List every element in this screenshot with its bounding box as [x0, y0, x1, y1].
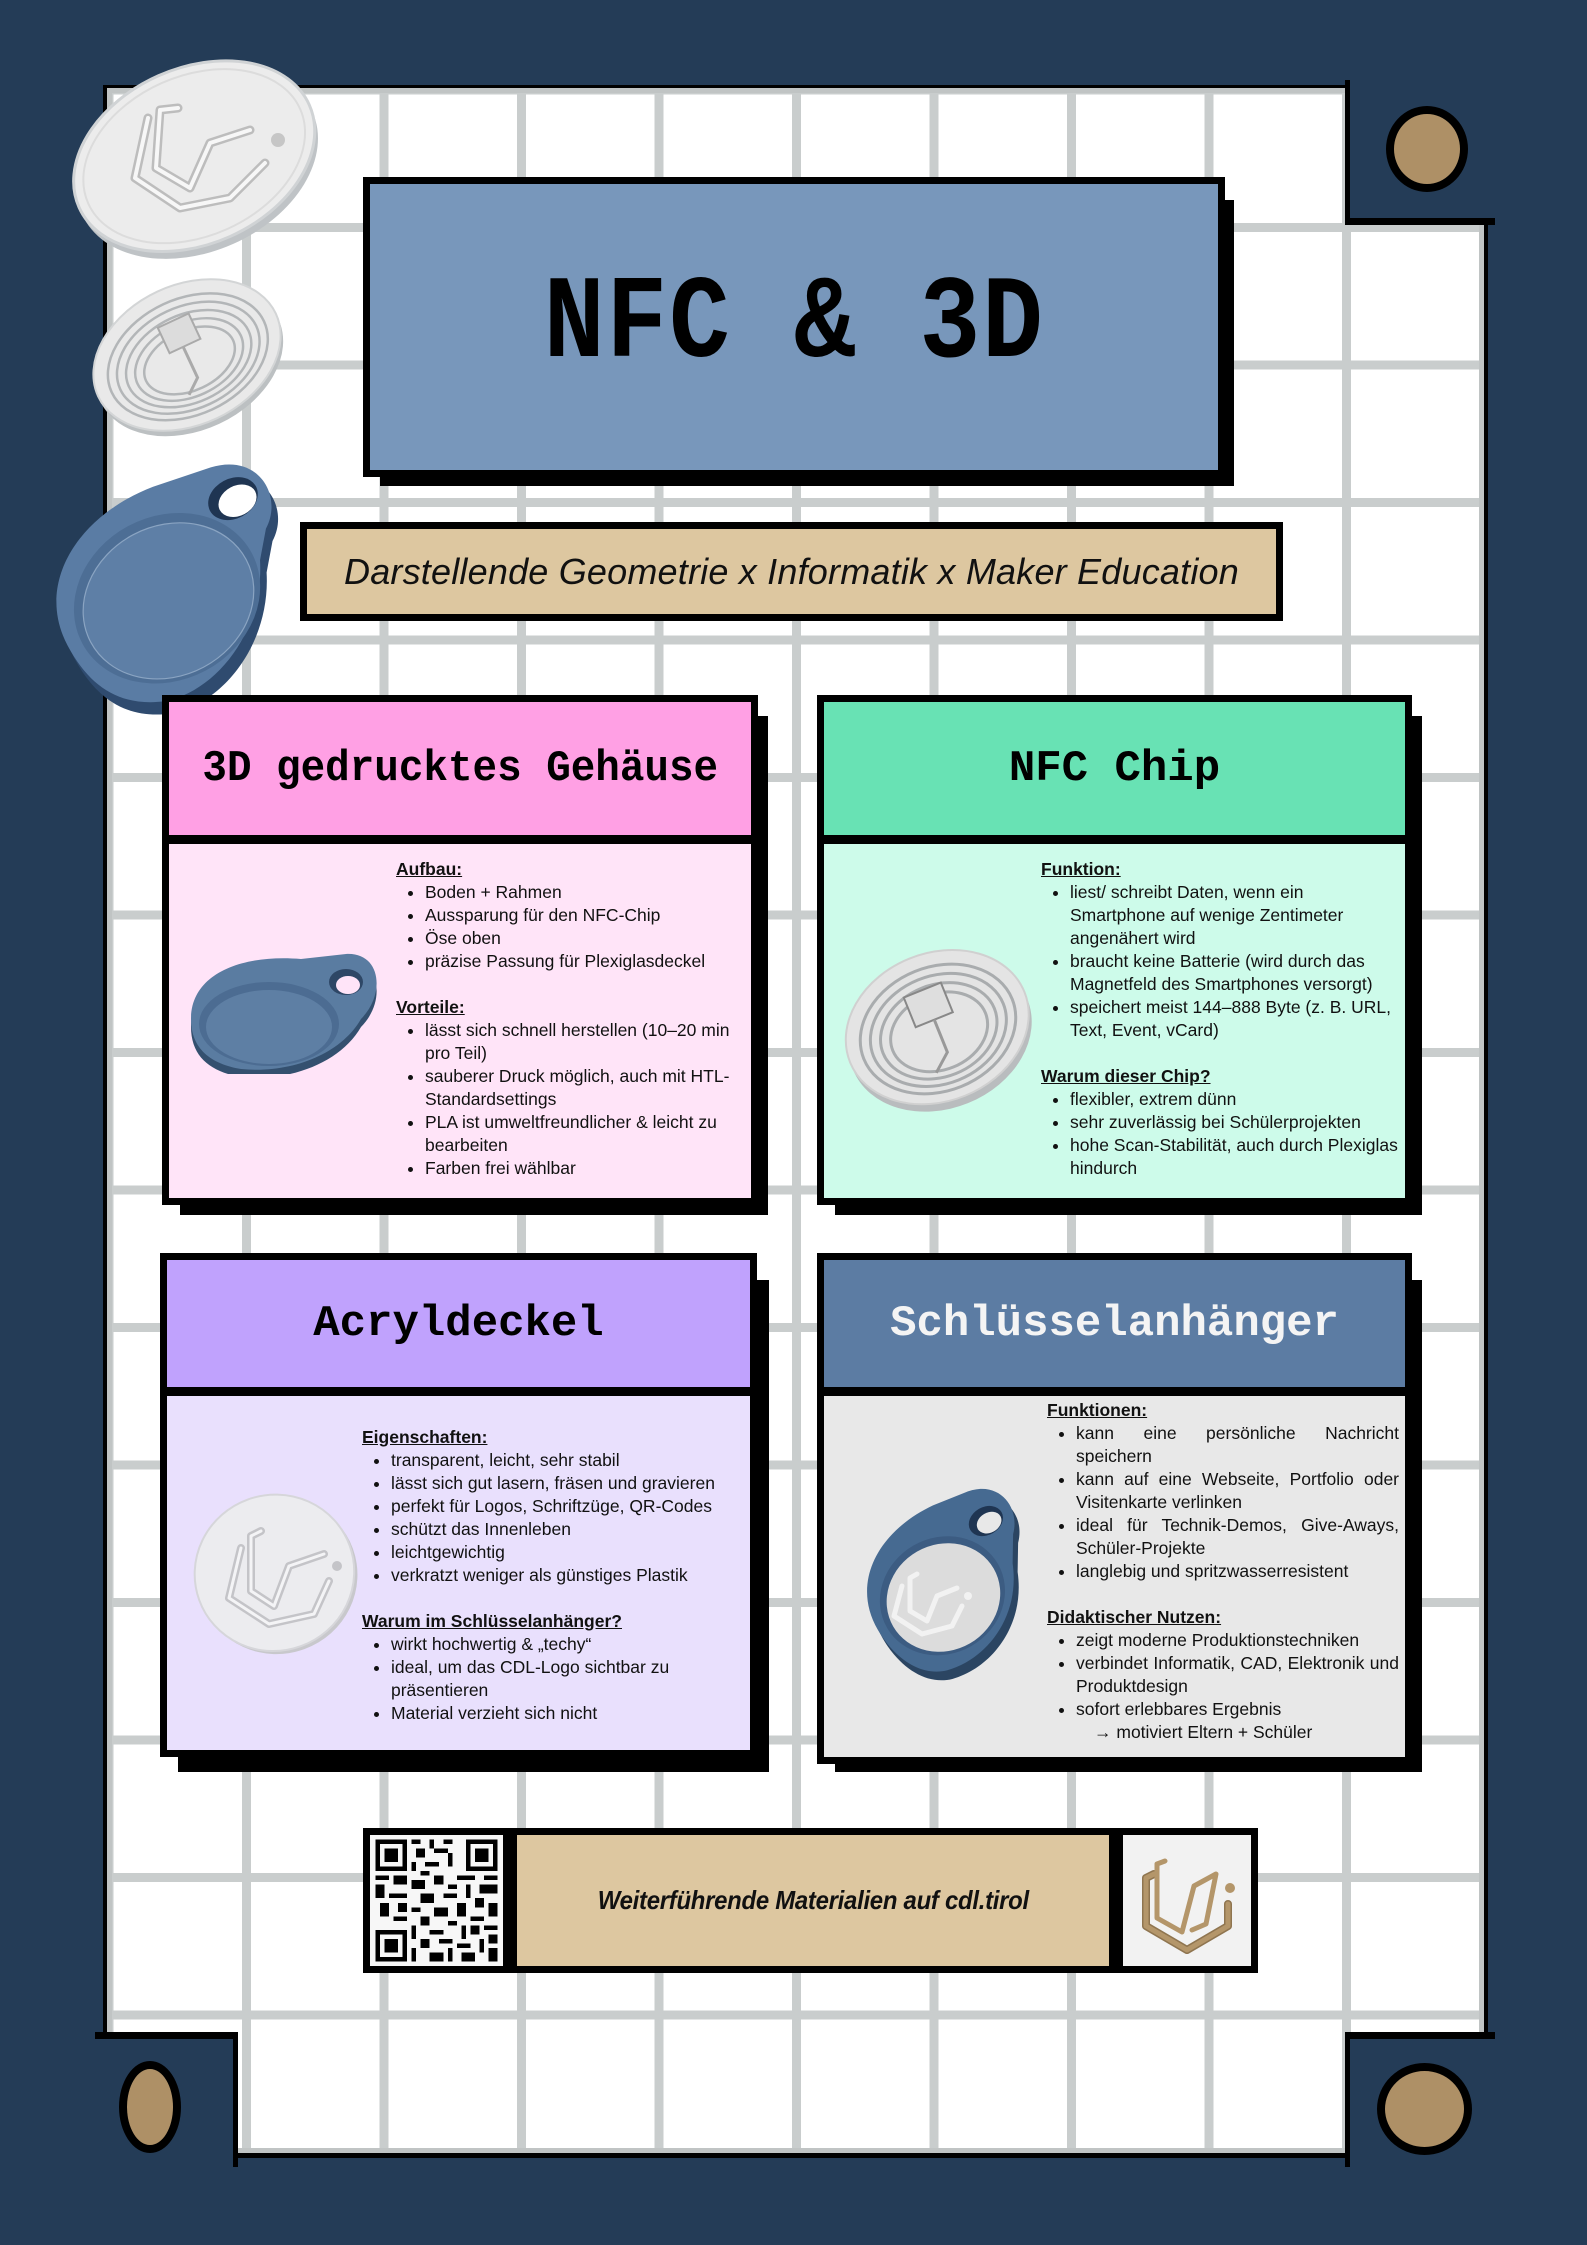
- card-3d-case: 3D gedrucktes Gehäuse Aufbau: Boden + Ra…: [162, 695, 758, 1205]
- bullet-list: flexibler, extrem dünn sehr zuverlässig …: [1041, 1088, 1401, 1180]
- bullet-list: transparent, leicht, sehr stabil lässt s…: [362, 1449, 732, 1587]
- section-heading: Warum dieser Chip?: [1041, 1066, 1211, 1086]
- list-item: speichert meist 144–888 Byte (z. B. URL,…: [1070, 996, 1401, 1042]
- subtitle-box: Darstellende Geometrie x Informatik x Ma…: [300, 522, 1283, 621]
- section-heading: Vorteile:: [396, 997, 465, 1017]
- list-item: hohe Scan-Stabilität, auch durch Plexigl…: [1070, 1134, 1401, 1180]
- section-heading: Didaktischer Nutzen:: [1047, 1607, 1222, 1627]
- list-item: lässt sich gut lasern, fräsen und gravie…: [391, 1472, 732, 1495]
- list-item: sauberer Druck möglich, auch mit HTL-Sta…: [425, 1065, 741, 1111]
- bullet-list: liest/ schreibt Daten, wenn ein Smartpho…: [1041, 881, 1401, 1042]
- nfc-chip-disc-icon: [92, 278, 284, 437]
- card-body: Funktion: liest/ schreibt Daten, wenn ei…: [824, 844, 1405, 1198]
- list-item: liest/ schreibt Daten, wenn ein Smartpho…: [1070, 881, 1401, 950]
- corner-dot: [119, 2061, 181, 2153]
- list-item: verbindet Informatik, CAD, Elektronik un…: [1076, 1652, 1399, 1698]
- list-item: schützt das Innenleben: [391, 1518, 732, 1541]
- card-title: NFC Chip: [1008, 743, 1221, 794]
- list-item: leichtgewichtig: [391, 1541, 732, 1564]
- list-item: flexibler, extrem dünn: [1070, 1088, 1401, 1111]
- card-content: Aufbau: Boden + Rahmen Aussparung für de…: [396, 858, 741, 1180]
- cdl-logo-icon: [1142, 1858, 1235, 1954]
- qr-code-icon: [371, 1835, 502, 1966]
- blue-keyfob-case-icon: [191, 953, 377, 1074]
- corner-cutout-bottom-left: [95, 2032, 238, 2167]
- card-body: Aufbau: Boden + Rahmen Aussparung für de…: [169, 844, 751, 1198]
- card-nfc-chip: NFC Chip Funktion: liest/ schreibt Daten…: [817, 695, 1412, 1205]
- bullet-list: kann eine persönliche Nachricht speicher…: [1047, 1422, 1399, 1583]
- card-header: NFC Chip: [824, 702, 1405, 844]
- list-item: PLA ist umweltfreundlicher & leicht zu b…: [425, 1111, 741, 1157]
- list-item: transparent, leicht, sehr stabil: [391, 1449, 732, 1472]
- list-item: Farben frei wählbar: [425, 1157, 741, 1180]
- bullet-list: wirkt hochwertig & „techy“ ideal, um das…: [362, 1633, 732, 1725]
- card-content: Funktion: liest/ schreibt Daten, wenn ei…: [1041, 858, 1401, 1180]
- list-item: Öse oben: [425, 927, 741, 950]
- assembled-keyfob-icon: [867, 1488, 1020, 1681]
- list-item: zeigt moderne Produktionstechniken: [1076, 1629, 1399, 1652]
- corner-cutout-top-right: [1345, 80, 1495, 225]
- card-header: Acryldeckel: [167, 1260, 750, 1396]
- card-title: Schlüsselanhänger: [890, 1298, 1339, 1349]
- bullet-list: zeigt moderne Produktionstechniken verbi…: [1047, 1629, 1399, 1744]
- list-item: perfekt für Logos, Schriftzüge, QR-Codes: [391, 1495, 732, 1518]
- subtitle: Darstellende Geometrie x Informatik x Ma…: [344, 550, 1239, 592]
- nfc-chip-disc-icon: [844, 949, 1032, 1112]
- bullet-list: lässt sich schnell herstellen (10–20 min…: [396, 1019, 741, 1180]
- list-item: Aussparung für den NFC-Chip: [425, 904, 741, 927]
- card-body: Funktionen: kann eine persönliche Nachri…: [824, 1396, 1405, 1757]
- acrylic-disc-icon: [193, 1493, 358, 1655]
- list-item-arrow: → motiviert Eltern + Schüler: [1094, 1722, 1313, 1742]
- bullet-list: Boden + Rahmen Aussparung für den NFC-Ch…: [396, 881, 741, 973]
- card-title: Acryldeckel: [313, 1298, 604, 1349]
- card-content: Eigenschaften: transparent, leicht, sehr…: [362, 1426, 732, 1725]
- list-item: präzise Passung für Plexiglasdeckel: [425, 950, 741, 973]
- section-heading: Aufbau:: [396, 859, 463, 879]
- keyfob-case-icon: [56, 464, 278, 715]
- card-header: Schlüsselanhänger: [824, 1260, 1405, 1396]
- footer-link-bar[interactable]: Weiterführende Materialien auf cdl.tirol: [510, 1828, 1116, 1973]
- corner-dot: [1386, 106, 1468, 192]
- list-item: ideal, um das CDL-Logo sichtbar zu präse…: [391, 1656, 732, 1702]
- card-acrylic-lid: Acryldeckel Eigenschaften: transparent, …: [160, 1253, 757, 1757]
- list-item: braucht keine Batterie (wird durch das M…: [1070, 950, 1401, 996]
- corner-cutout-bottom-right: [1345, 2032, 1495, 2167]
- section-heading: Warum im Schlüsselanhänger?: [362, 1611, 622, 1631]
- list-item: Boden + Rahmen: [425, 881, 741, 904]
- card-keychain: Schlüsselanhänger Funktionen: kann eine …: [817, 1253, 1412, 1764]
- list-item: sehr zuverlässig bei Schülerprojekten: [1070, 1111, 1401, 1134]
- cdl-logo: [1116, 1828, 1258, 1973]
- section-heading: Funktionen:: [1047, 1400, 1148, 1420]
- list-item: kann eine persönliche Nachricht speicher…: [1076, 1422, 1399, 1468]
- card-title: 3D gedrucktes Gehäuse: [202, 743, 718, 794]
- list-item: verkratzt weniger als günstiges Plastik: [391, 1564, 732, 1587]
- card-header: 3D gedrucktes Gehäuse: [169, 702, 751, 844]
- list-item: kann auf eine Webseite, Portfolio oder V…: [1076, 1468, 1399, 1514]
- acrylic-disc-icon: [72, 59, 318, 259]
- list-item: wirkt hochwertig & „techy“: [391, 1633, 732, 1656]
- section-heading: Funktion:: [1041, 859, 1121, 879]
- list-item: sofort erlebbares Ergebnis: [1076, 1698, 1399, 1721]
- list-item: Material verzieht sich nicht: [391, 1702, 732, 1725]
- qr-code[interactable]: [363, 1828, 510, 1973]
- list-item: ideal für Technik-Demos, Give-Aways, Sch…: [1076, 1514, 1399, 1560]
- corner-dot: [1377, 2063, 1472, 2155]
- list-item: langlebig und spritzwasserresistent: [1076, 1560, 1399, 1583]
- page-title: NFC & 3D: [543, 258, 1045, 392]
- section-heading: Eigenschaften:: [362, 1427, 488, 1447]
- footer-link-text[interactable]: Weiterführende Materialien auf cdl.tirol: [597, 1885, 1029, 1915]
- list-item: lässt sich schnell herstellen (10–20 min…: [425, 1019, 741, 1065]
- card-body: Eigenschaften: transparent, leicht, sehr…: [167, 1396, 750, 1750]
- card-content: Funktionen: kann eine persönliche Nachri…: [1047, 1399, 1399, 1744]
- title-box: NFC & 3D: [363, 177, 1225, 477]
